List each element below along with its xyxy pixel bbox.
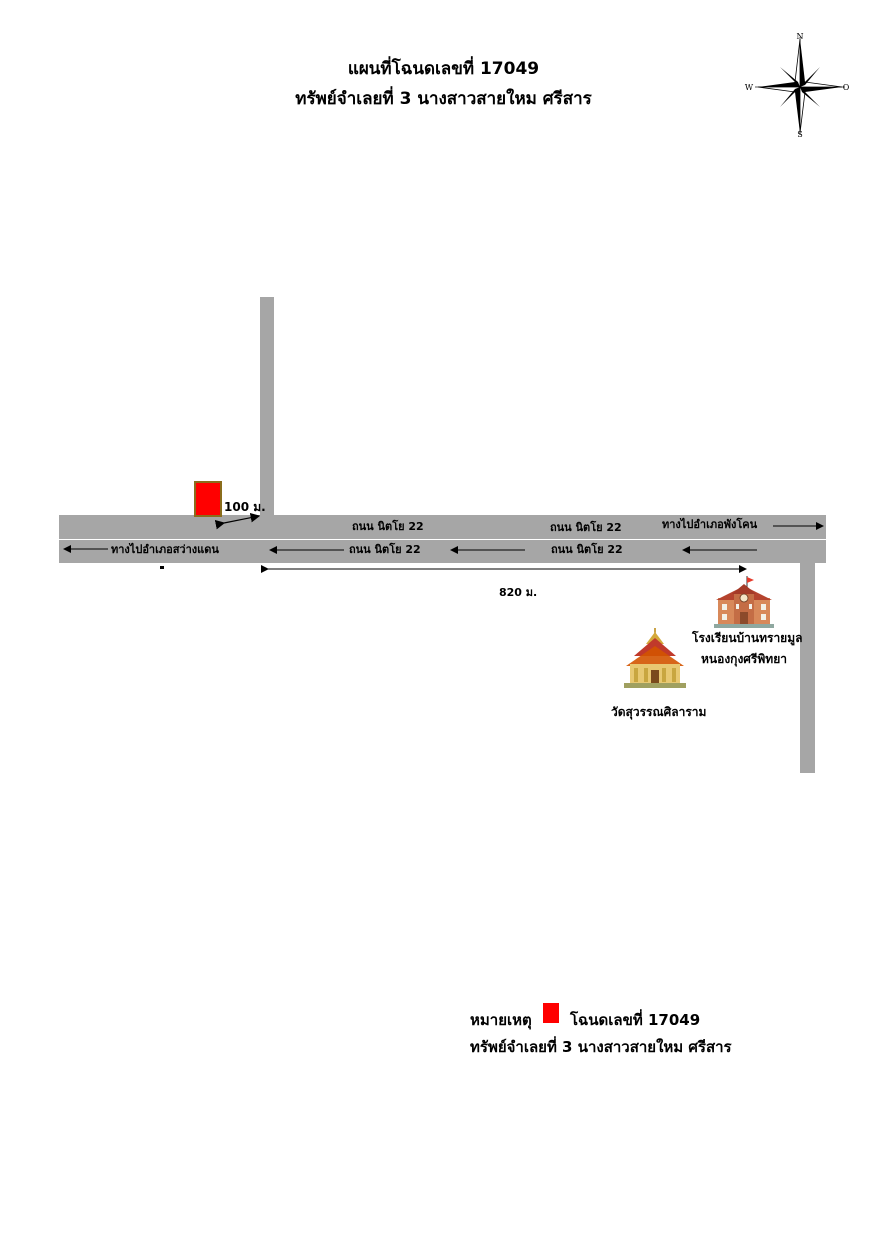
road-label-upper-left: ถนน นิตโย 22 bbox=[352, 520, 424, 533]
map-title: แผนที่โฉนดเลขที่ 17049 bbox=[347, 59, 540, 79]
legend-line2: ทรัพย์จำเลยที่ 3 นางสาวสายใหม ศรีสาร bbox=[470, 1038, 732, 1056]
compass-east: O bbox=[843, 83, 850, 92]
road-label-upper-right: ถนน นิตโย 22 bbox=[550, 521, 622, 534]
legend-plot-swatch bbox=[543, 1003, 559, 1023]
direction-label-east: ทางไปอำเภอพังโคน bbox=[662, 518, 758, 531]
distance-label-820m: 820 ม. bbox=[499, 586, 538, 599]
temple-label: วัดสุวรรณศิลาราม bbox=[611, 705, 707, 719]
legend-plot-text: โฉนดเลขที่ 17049 bbox=[570, 1011, 701, 1029]
side-road-south bbox=[800, 560, 815, 773]
side-road-north bbox=[260, 297, 274, 519]
compass-north: N bbox=[797, 32, 804, 41]
direction-label-west: ทางไปอำเภอสว่างแดน bbox=[111, 543, 219, 556]
temple-icon bbox=[624, 628, 686, 688]
compass-south: S bbox=[797, 130, 802, 139]
school-label-line2: หนองกุงศรีพิทยา bbox=[701, 652, 787, 666]
land-plot-marker bbox=[194, 481, 222, 517]
compass-icon: N S W O bbox=[745, 32, 850, 139]
road-lane-divider bbox=[59, 539, 826, 540]
school-label-line1: โรงเรียนบ้านทรายมูล bbox=[692, 631, 803, 645]
road-label-lower-left: ถนน นิตโย 22 bbox=[349, 543, 421, 556]
map-subtitle: ทรัพย์จำเลยที่ 3 นางสาวสายใหม ศรีสาร bbox=[295, 89, 592, 109]
school-icon bbox=[714, 576, 774, 628]
road-label-lower-right: ถนน นิตโย 22 bbox=[551, 543, 623, 556]
distance-arrow-100m bbox=[214, 512, 261, 530]
compass-west: W bbox=[745, 83, 754, 92]
distance-label-100m: 100 ม. bbox=[224, 500, 266, 514]
legend-label: หมายเหตุ bbox=[470, 1011, 532, 1029]
